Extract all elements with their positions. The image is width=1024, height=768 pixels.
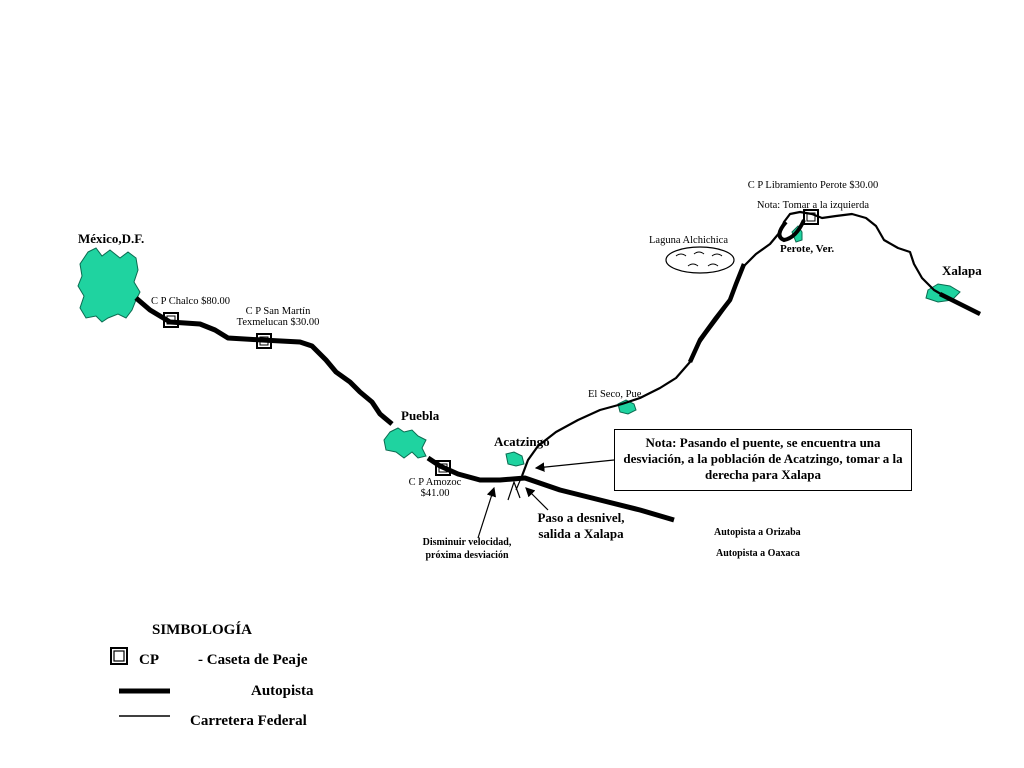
label-laguna: Laguna Alchichica [649, 235, 729, 246]
arrow-paso [525, 487, 549, 511]
laguna-wave [675, 251, 723, 267]
perote-loop [777, 219, 806, 243]
toll-amozoc-line1: C P Amozoc [408, 477, 462, 488]
toll-san-martin-line1: C P San Martín [245, 306, 311, 317]
acatzingo-area [505, 451, 525, 467]
paso-line2: salida a Xalapa [538, 526, 624, 541]
label-xalapa: Xalapa [942, 263, 982, 278]
label-el-seco: El Seco, Pue [588, 389, 642, 400]
legend-cp-abbr: CP [139, 652, 159, 668]
mexico-city-area [77, 247, 141, 323]
label-puebla: Puebla [401, 408, 440, 423]
paso-line1: Paso a desnivel, [537, 510, 625, 525]
label-mexico: México,D.F. [78, 231, 145, 246]
junction-lines [507, 475, 523, 501]
carretera-federal-xalapa [520, 210, 981, 477]
label-acatzingo: Acatzingo [494, 434, 550, 449]
label-toll-perote: C P Libramiento Perote $30.00 Nota: Toma… [736, 176, 890, 216]
arrow-note [534, 459, 615, 472]
disminuir-line2: próxima desviación [425, 550, 509, 561]
puebla-city-area [383, 427, 427, 459]
label-toll-amozoc: C P Amozoc $41.00 [402, 477, 468, 499]
toll-amozoc-line2: $41.00 [420, 488, 450, 499]
label-paso-desnivel: Paso a desnivel, salida a Xalapa [528, 510, 634, 542]
arrow-disminuir [477, 486, 497, 539]
label-oaxaca: Autopista a Oaxaca [716, 548, 800, 559]
legend-cp-desc: - Caseta de Peaje [198, 652, 308, 668]
legend-federal: Carretera Federal [190, 713, 307, 729]
toll-icon [163, 209, 819, 476]
toll-perote-line2: Nota: Tomar a la izquierda [756, 200, 870, 211]
legend-title: SIMBOLOGÍA [152, 622, 253, 638]
label-orizaba: Autopista a Orizaba [714, 527, 801, 538]
toll-san-martin-line2: Texmelucan $30.00 [236, 317, 320, 328]
legend-cp-icon [110, 647, 128, 665]
toll-perote-line1: C P Libramiento Perote $30.00 [747, 180, 879, 191]
legend-autopista: Autopista [251, 683, 314, 699]
note-box: Nota: Pasando el puente, se encuentra un… [614, 429, 912, 491]
label-disminuir: Disminuir velocidad, próxima desviación [412, 536, 522, 562]
label-toll-san-martin: C P San Martín Texmelucan $30.00 [232, 306, 324, 328]
disminuir-line1: Disminuir velocidad, [422, 537, 512, 548]
label-perote: Perote, Ver. [780, 243, 835, 255]
label-toll-chalco: C P Chalco $80.00 [151, 296, 230, 307]
laguna-ellipse [665, 246, 735, 274]
autopista-perote-segment [687, 263, 747, 363]
autopista-xalapa-segment [938, 291, 982, 317]
